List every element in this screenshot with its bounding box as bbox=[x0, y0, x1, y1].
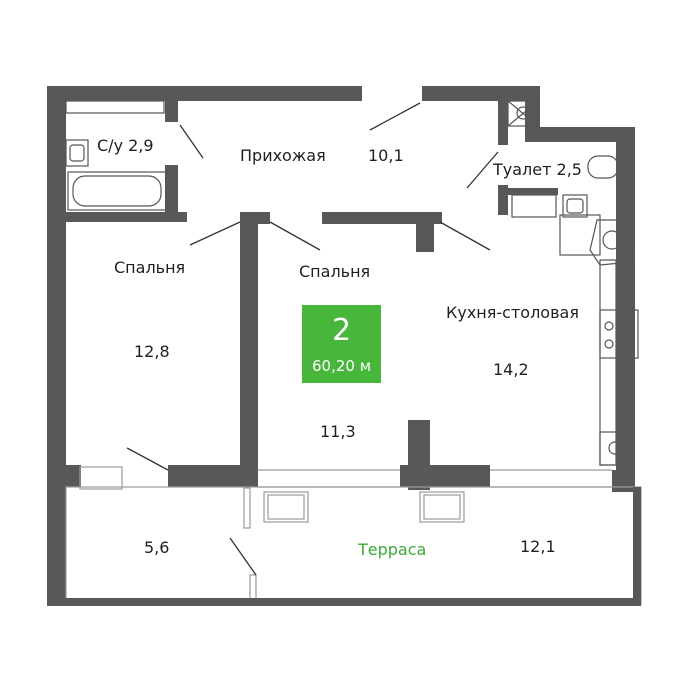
total-area: 60,20 м bbox=[311, 357, 372, 375]
bedroom-left-name: Спальня bbox=[114, 258, 186, 277]
door-swings bbox=[126, 102, 499, 576]
terrace-outline bbox=[65, 466, 642, 605]
bedroom-left-area: 12,8 bbox=[134, 342, 170, 361]
hall-name: Прихожая bbox=[240, 146, 326, 165]
storage-area: 5,6 bbox=[144, 538, 170, 557]
terrace-name: Терраса bbox=[358, 540, 427, 559]
apartment-badge: 2 60,20 м bbox=[302, 305, 381, 383]
bath-fixtures bbox=[65, 100, 167, 211]
room-count: 2 bbox=[331, 313, 352, 348]
bedroom-mid-name: Спальня bbox=[299, 262, 371, 281]
terrace-bottom-wall bbox=[47, 598, 641, 606]
bath-label: С/у 2,9 bbox=[97, 136, 154, 155]
kitchen-fixtures bbox=[559, 214, 639, 466]
hall-area: 10,1 bbox=[368, 146, 404, 165]
bedroom-mid-area: 11,3 bbox=[320, 422, 356, 441]
terrace-right-wall bbox=[633, 487, 641, 606]
kitchen-name: Кухня-столовая bbox=[446, 303, 579, 322]
kitchen-area: 14,2 bbox=[493, 360, 529, 379]
terrace-area: 12,1 bbox=[520, 537, 556, 556]
toilet-label: Туалет 2,5 bbox=[493, 160, 582, 179]
toilet-fixtures bbox=[507, 100, 631, 218]
